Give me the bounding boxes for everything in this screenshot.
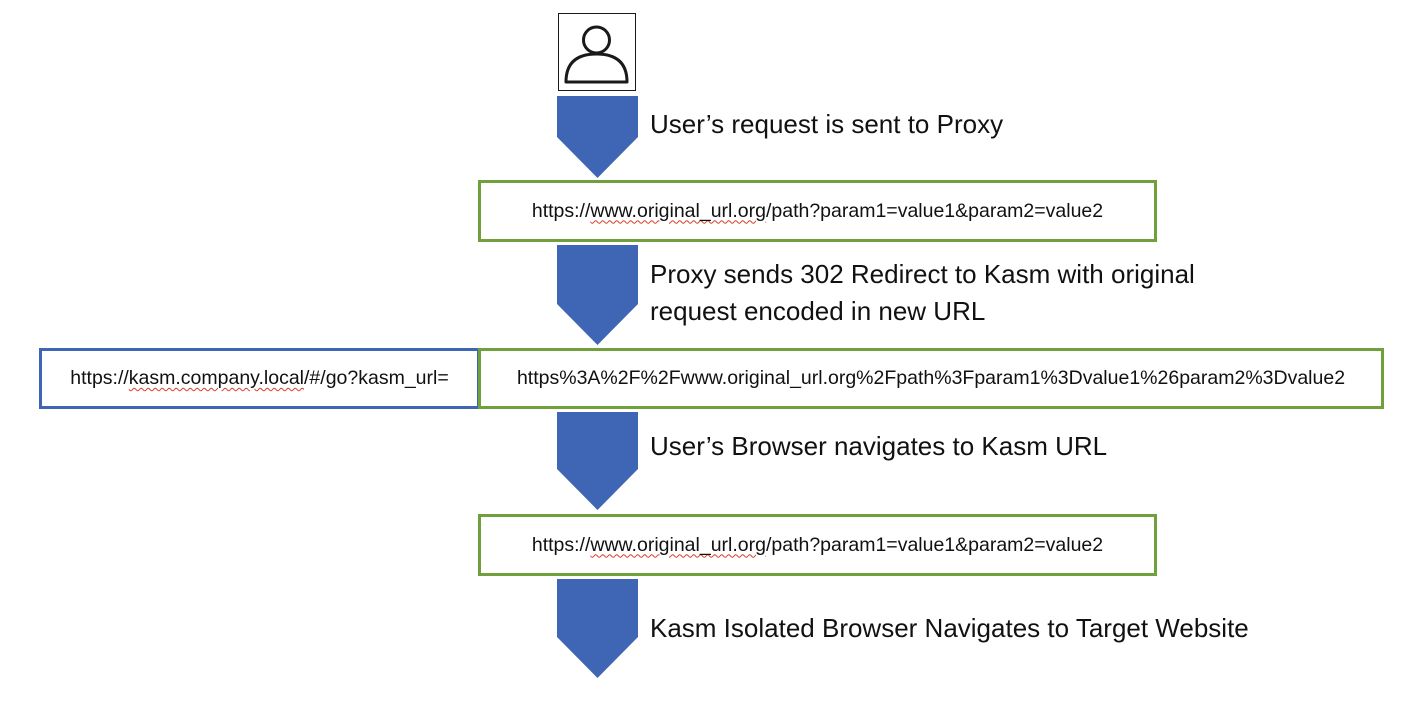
final-url-prefix: https:// xyxy=(531,533,591,556)
kasm-url-host: kasm.company.local xyxy=(128,367,305,389)
original-url-host: www.original_url.org xyxy=(590,199,766,222)
step-label-1: User’s request is sent to Proxy xyxy=(650,109,1004,139)
step-label-2-line-2: request encoded in new URL xyxy=(650,296,986,326)
down-arrow-icon-2 xyxy=(557,245,638,345)
encoded-url-text: https%3A%2F%2Fwww.original_url.org%2Fpat… xyxy=(516,367,1346,389)
step-label-2-line-1: Proxy sends 302 Redirect to Kasm with or… xyxy=(650,259,1195,289)
final-url-suffix: /path?param1=value1&param2=value2 xyxy=(765,533,1104,556)
final-url-box: https://www.original_url.org/path?param1… xyxy=(478,514,1157,576)
down-arrow-icon-4 xyxy=(557,579,638,678)
user-icon xyxy=(564,25,629,84)
step-label-3: User’s Browser navigates to Kasm URL xyxy=(650,431,1108,461)
user-icon-box xyxy=(558,13,636,91)
original-url-prefix: https:// xyxy=(531,199,591,222)
final-url-host: www.original_url.org xyxy=(590,533,766,556)
encoded-url-box: https%3A%2F%2Fwww.original_url.org%2Fpat… xyxy=(478,348,1384,409)
kasm-url-prefix: https:// xyxy=(70,367,129,389)
original-url-suffix: /path?param1=value1&param2=value2 xyxy=(765,199,1104,222)
down-arrow-icon-3 xyxy=(557,412,638,510)
step-label-4: Kasm Isolated Browser Navigates to Targe… xyxy=(650,613,1249,643)
original-url-box: https://www.original_url.org/path?param1… xyxy=(478,180,1157,242)
down-arrow-icon-1 xyxy=(557,96,638,178)
kasm-url-box: https://kasm.company.local/#/go?kasm_url… xyxy=(39,348,480,409)
kasm-url-suffix: /#/go?kasm_url= xyxy=(304,367,449,389)
